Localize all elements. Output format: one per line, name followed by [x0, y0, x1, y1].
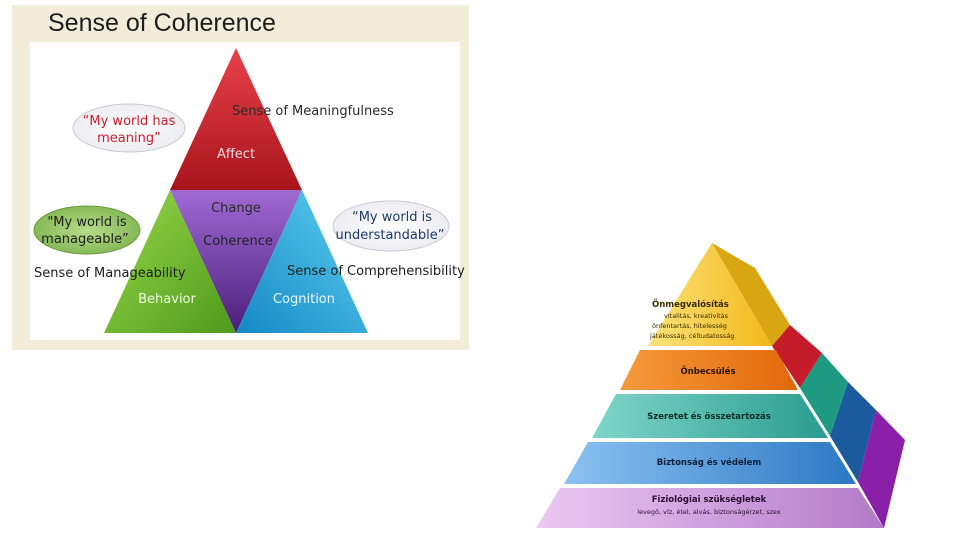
svg-text:"My world is: "My world is [47, 215, 127, 230]
pyramid-level-3 [592, 394, 828, 438]
pyramid-side-level-3 [800, 353, 848, 436]
cognition-triangle [236, 190, 368, 333]
change-label: Change [211, 201, 261, 216]
behavior-triangle [104, 190, 236, 333]
behavior-label: Behavior [138, 292, 196, 307]
meaning-bubble: “My world has meaning” [72, 103, 186, 153]
pyramid-level-1-detail-3: játékosság, céltudatosság [649, 332, 734, 340]
pyramid-level-4 [564, 442, 856, 484]
svg-text:manageable”: manageable” [41, 232, 129, 247]
affect-label: Affect [217, 147, 255, 162]
pyramid-level-1-title: Önmegvalósítás [652, 299, 729, 310]
coherence-triangle-center [170, 190, 302, 333]
pyramid-side-level-2 [772, 325, 822, 388]
manageability-label: Sense of Manageability [34, 266, 186, 281]
svg-text:understandable”: understandable” [336, 228, 445, 243]
understandable-bubble: “My world is understandable” [332, 200, 450, 252]
pyramid-side-level-5 [858, 410, 905, 528]
pyramid-side-level-4 [830, 382, 876, 482]
svg-text:“My world is: “My world is [352, 210, 432, 225]
pyramid-level-5 [536, 488, 884, 528]
svg-text:meaning”: meaning” [97, 131, 161, 146]
comprehensibility-label: Sense of Comprehensibility [287, 264, 465, 279]
meaningfulness-label: Sense of Meaningfulness [232, 104, 394, 119]
coherence-label: Coherence [203, 234, 273, 249]
slide-title: Sense of Coherence [48, 9, 276, 37]
pyramid-level-5-detail: levegő, víz, étel, alvás, biztonságérzet… [637, 507, 781, 516]
pyramid-level-5-title: Fiziológiai szükségletek [652, 494, 767, 505]
pyramid-level-3-title: Szeretet és összetartozás [647, 411, 771, 422]
pyramid-level-4-title: Biztonság és védelem [657, 457, 762, 468]
pyramid-level-1-detail-1: vitalitás, kreativitás [664, 312, 729, 320]
affect-triangle [170, 48, 302, 190]
pyramid-level-1 [648, 243, 772, 346]
coherence-triangle [104, 48, 368, 333]
pyramid-level-2 [620, 350, 798, 390]
svg-text:“My world has: “My world has [83, 114, 176, 129]
pyramid-side-level-1 [712, 243, 790, 346]
manageable-bubble: "My world is manageable” [33, 205, 141, 255]
needs-pyramid [536, 243, 905, 528]
cognition-label: Cognition [273, 292, 335, 307]
pyramid-level-1-detail-2: önfentartás, hitelesség [652, 322, 727, 330]
pyramid-level-2-title: Önbecsülés [680, 366, 735, 377]
